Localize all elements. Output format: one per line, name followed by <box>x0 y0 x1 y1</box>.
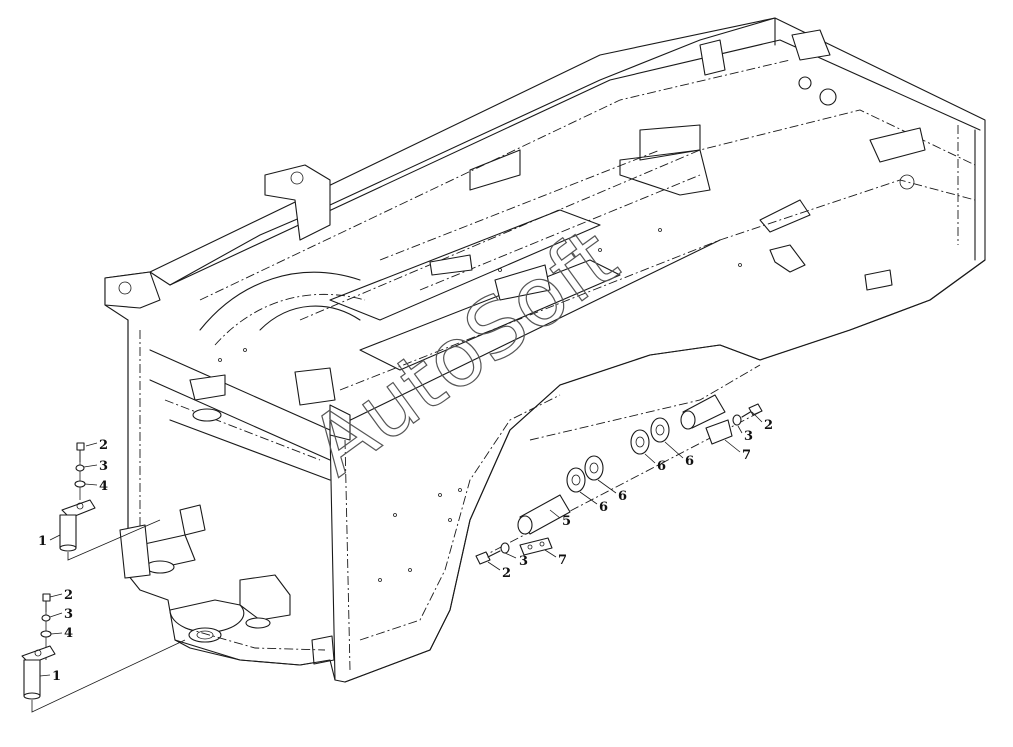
callout-1: 1 <box>52 669 61 684</box>
callout-2: 2 <box>99 438 108 453</box>
callout-4: 4 <box>99 479 108 494</box>
callout-leaders <box>39 411 763 677</box>
left-exploded-pins <box>21 442 186 713</box>
callout-7: 7 <box>742 448 751 463</box>
callout-2: 2 <box>502 566 511 581</box>
main-frame <box>104 17 986 683</box>
callout-5: 5 <box>562 514 571 529</box>
right-exploded-parts <box>475 394 763 565</box>
callout-labels: 2 3 4 1 2 3 4 1 2 3 7 5 6 6 6 6 2 3 7 <box>38 418 773 684</box>
callout-6: 6 <box>618 489 627 504</box>
callout-2: 2 <box>64 588 73 603</box>
callout-6: 6 <box>685 454 694 469</box>
callout-3: 3 <box>64 607 73 622</box>
callout-1: 1 <box>38 534 47 549</box>
callout-6: 6 <box>599 500 608 515</box>
callout-3: 3 <box>744 429 753 444</box>
callout-4: 4 <box>64 626 73 641</box>
callout-3: 3 <box>99 459 108 474</box>
callout-3: 3 <box>519 554 528 569</box>
callout-6: 6 <box>657 459 666 474</box>
callout-7: 7 <box>558 553 567 568</box>
callout-2: 2 <box>764 418 773 433</box>
